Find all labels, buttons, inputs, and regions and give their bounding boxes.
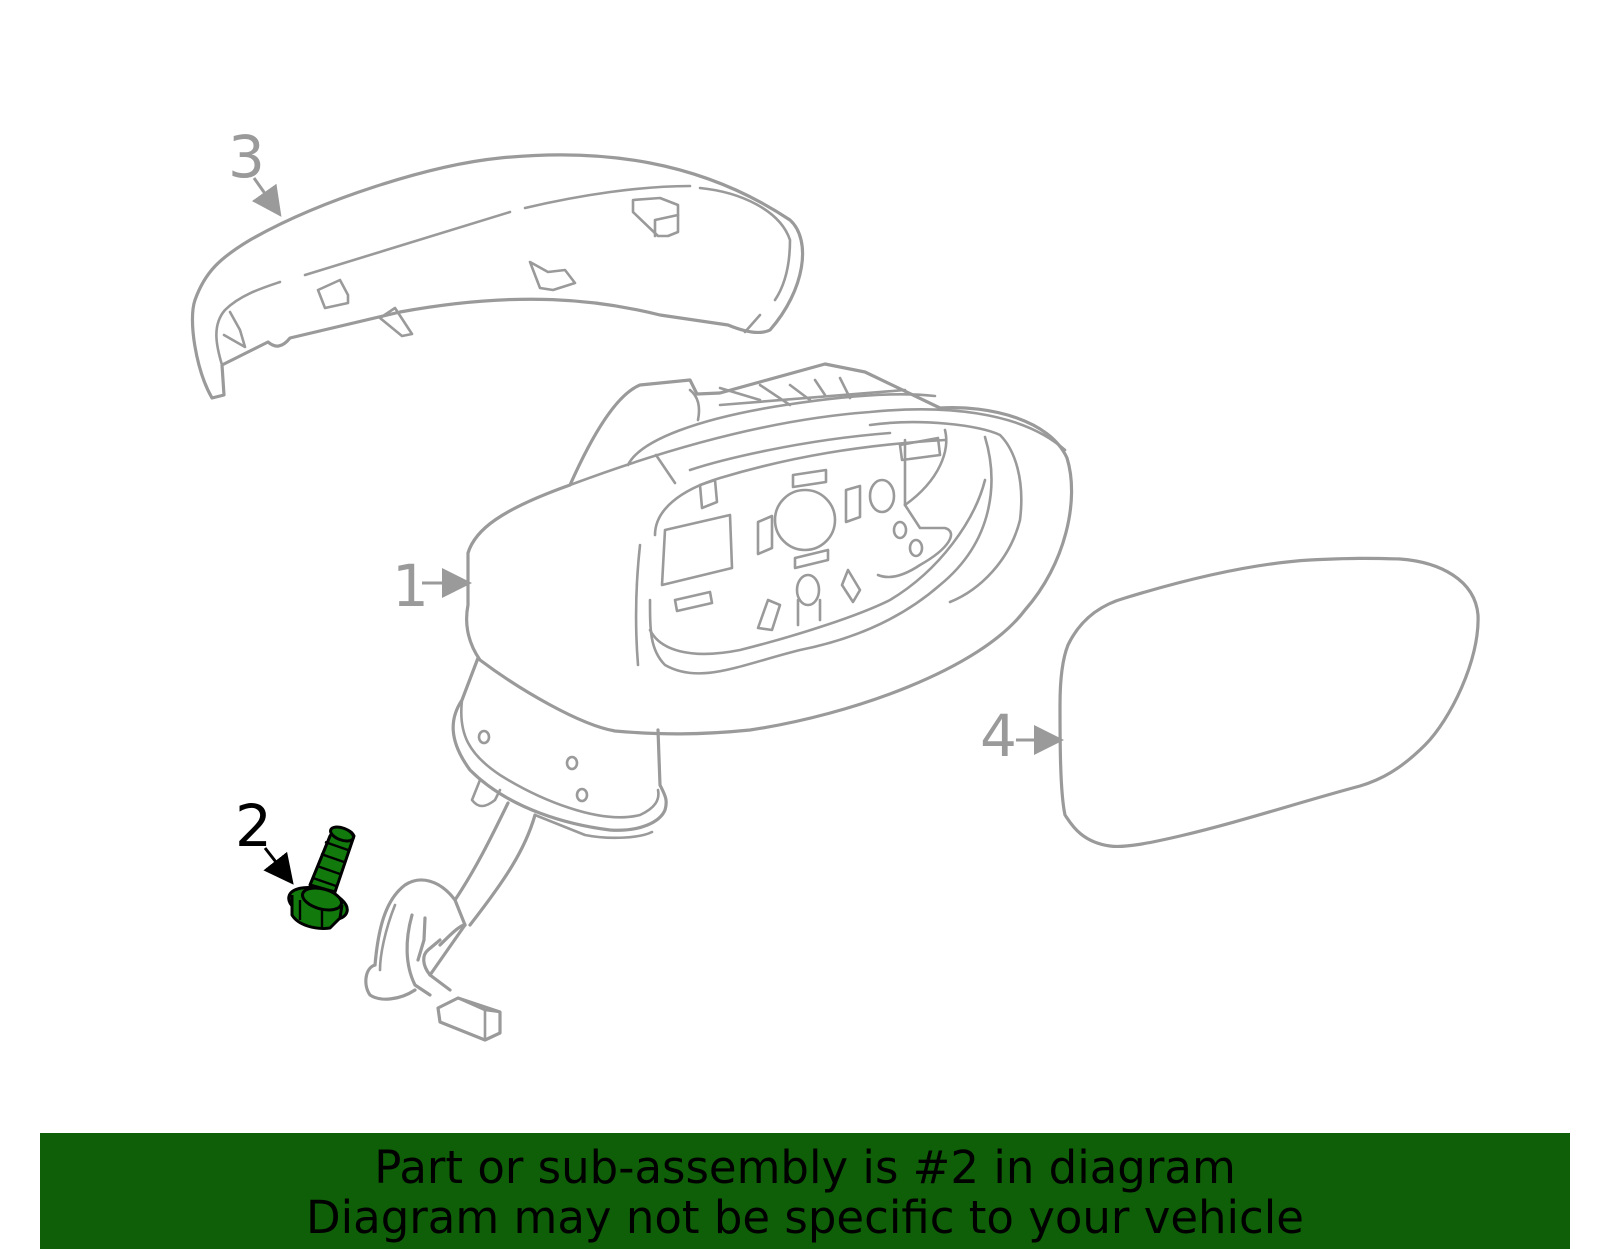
- leader-arrow-3: [251, 177, 282, 217]
- callout-number-4: 4: [980, 702, 1017, 770]
- callout-number-2: 2: [235, 792, 272, 860]
- mirror-housing-part-1: [364, 362, 1074, 1042]
- mirror-glass-part-4: [1058, 556, 1480, 849]
- info-banner: Part or sub-assembly is #2 in diagram Di…: [40, 1133, 1570, 1249]
- leader-arrow-2: [263, 847, 294, 885]
- banner-line-2: Diagram may not be specific to your vehi…: [306, 1191, 1304, 1244]
- mirror-cover-part-3: [190, 153, 805, 400]
- callout-number-1: 1: [392, 552, 429, 620]
- bolt-part-2: [287, 825, 356, 930]
- banner-line-1: Part or sub-assembly is #2 in diagram: [374, 1141, 1236, 1194]
- callout-number-3: 3: [228, 123, 265, 191]
